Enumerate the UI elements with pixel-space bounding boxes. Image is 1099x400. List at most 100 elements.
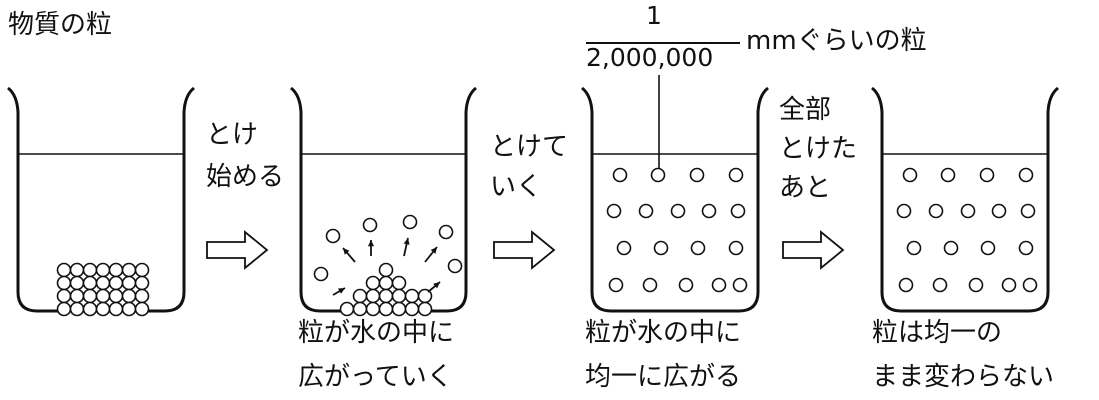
caption-2-line-2: 広がっていく bbox=[298, 362, 453, 392]
dispersed-particle bbox=[1018, 240, 1034, 256]
dispersed-particle bbox=[1022, 277, 1038, 293]
dispersed-particle bbox=[711, 277, 727, 293]
caption-3-line-2: 均一に広がる bbox=[585, 362, 742, 392]
caption-4-line-2: まま変わらない bbox=[872, 362, 1055, 392]
solid-particle bbox=[56, 262, 72, 278]
dispersed-particle bbox=[979, 167, 995, 183]
rising-particle bbox=[325, 228, 341, 244]
dispersed-particle bbox=[728, 167, 744, 183]
solid-particle bbox=[95, 275, 111, 291]
solid-particle bbox=[108, 275, 124, 291]
dissolving-particle bbox=[365, 275, 381, 291]
dispersed-particle bbox=[906, 240, 922, 256]
solid-particle bbox=[108, 301, 124, 317]
dissolving-particle bbox=[339, 301, 355, 317]
dissolving-particle bbox=[378, 301, 394, 317]
solid-particle bbox=[82, 301, 98, 317]
rising-particle bbox=[402, 214, 418, 230]
beaker-3 bbox=[581, 86, 769, 313]
dispersed-particle bbox=[690, 240, 706, 256]
dispersed-particle bbox=[943, 240, 959, 256]
dissolving-particle bbox=[404, 288, 420, 304]
rise-arrow bbox=[424, 246, 438, 263]
rise-arrow bbox=[367, 240, 375, 256]
rise-arrow bbox=[332, 287, 346, 296]
diagram-title: 物質の粒 bbox=[8, 10, 113, 40]
dispersed-particle bbox=[608, 277, 624, 293]
dispersed-particle bbox=[642, 277, 658, 293]
dispersed-particle bbox=[730, 203, 746, 219]
dispersed-particle bbox=[896, 203, 912, 219]
solid-particle bbox=[134, 275, 150, 291]
rising-particle bbox=[438, 224, 454, 240]
dissolving-particle bbox=[365, 301, 381, 317]
solid-particle bbox=[134, 288, 150, 304]
rise-arrow bbox=[403, 237, 410, 257]
caption-2-line-1: 粒が水の中に bbox=[298, 318, 455, 348]
solid-particle bbox=[95, 301, 111, 317]
dispersed-particle bbox=[650, 167, 666, 183]
arrow-3-label-line-2: とけた bbox=[779, 134, 858, 164]
dissolving-particle bbox=[378, 262, 394, 278]
solid-particle bbox=[121, 288, 137, 304]
scale-unit-text: mmぐらいの粒 bbox=[746, 26, 927, 56]
solid-particle bbox=[108, 262, 124, 278]
solid-particle bbox=[69, 301, 85, 317]
dissolving-particle bbox=[352, 301, 368, 317]
block-arrow-1 bbox=[206, 230, 269, 270]
dispersed-particle bbox=[701, 203, 717, 219]
solid-particle bbox=[95, 262, 111, 278]
dispersed-particle bbox=[732, 277, 748, 293]
dispersed-particle bbox=[653, 240, 669, 256]
dispersed-particle bbox=[928, 203, 944, 219]
dispersed-particle bbox=[902, 167, 918, 183]
arrow-1-label-line-1: とけ bbox=[206, 120, 259, 150]
dispersed-particle bbox=[638, 203, 654, 219]
scale-numerator: 1 bbox=[646, 1, 662, 30]
rising-particle bbox=[362, 217, 378, 233]
dispersed-particle bbox=[898, 277, 914, 293]
solid-particle bbox=[69, 262, 85, 278]
dispersed-particle bbox=[960, 203, 976, 219]
rising-particle bbox=[313, 266, 329, 282]
caption-4-line-1: 粒は均一の bbox=[872, 318, 1003, 348]
caption-3-line-1: 粒が水の中に bbox=[585, 318, 742, 348]
arrow-3-label-line-1: 全部 bbox=[779, 95, 832, 125]
dissolving-particle bbox=[417, 301, 433, 317]
dissolving-particle bbox=[391, 275, 407, 291]
dissolving-particle bbox=[391, 288, 407, 304]
dispersed-particle bbox=[932, 277, 948, 293]
rising-particle bbox=[447, 258, 463, 274]
dispersed-particle bbox=[606, 203, 622, 219]
dispersed-particle bbox=[1018, 167, 1034, 183]
rise-arrow bbox=[342, 247, 356, 263]
dissolving-particle bbox=[352, 288, 368, 304]
dissolving-particle bbox=[391, 301, 407, 317]
solid-particle bbox=[56, 288, 72, 304]
solid-particle bbox=[69, 288, 85, 304]
dissolving-particle bbox=[378, 288, 394, 304]
dispersed-particle bbox=[991, 203, 1007, 219]
dispersed-particle bbox=[728, 240, 744, 256]
dissolving-particle bbox=[404, 301, 420, 317]
block-arrow-3 bbox=[782, 230, 845, 270]
dispersed-particle bbox=[678, 277, 694, 293]
solid-particle bbox=[56, 301, 72, 317]
solid-particle bbox=[134, 301, 150, 317]
block-arrow-2 bbox=[493, 230, 556, 270]
scale-denominator: 2,000,000 bbox=[586, 43, 714, 72]
arrow-3-label-line-3: あと bbox=[779, 173, 832, 203]
dispersed-particle bbox=[689, 167, 705, 183]
solid-particle bbox=[82, 288, 98, 304]
solid-particle bbox=[121, 262, 137, 278]
dispersed-particle bbox=[940, 167, 956, 183]
dispersed-particle bbox=[612, 167, 628, 183]
dissolving-particle bbox=[378, 275, 394, 291]
solid-particle bbox=[69, 275, 85, 291]
dispersed-particle bbox=[670, 203, 686, 219]
dispersed-particle bbox=[968, 277, 984, 293]
solid-particle bbox=[95, 288, 111, 304]
dispersed-particle bbox=[980, 240, 996, 256]
beaker-4 bbox=[871, 86, 1059, 313]
